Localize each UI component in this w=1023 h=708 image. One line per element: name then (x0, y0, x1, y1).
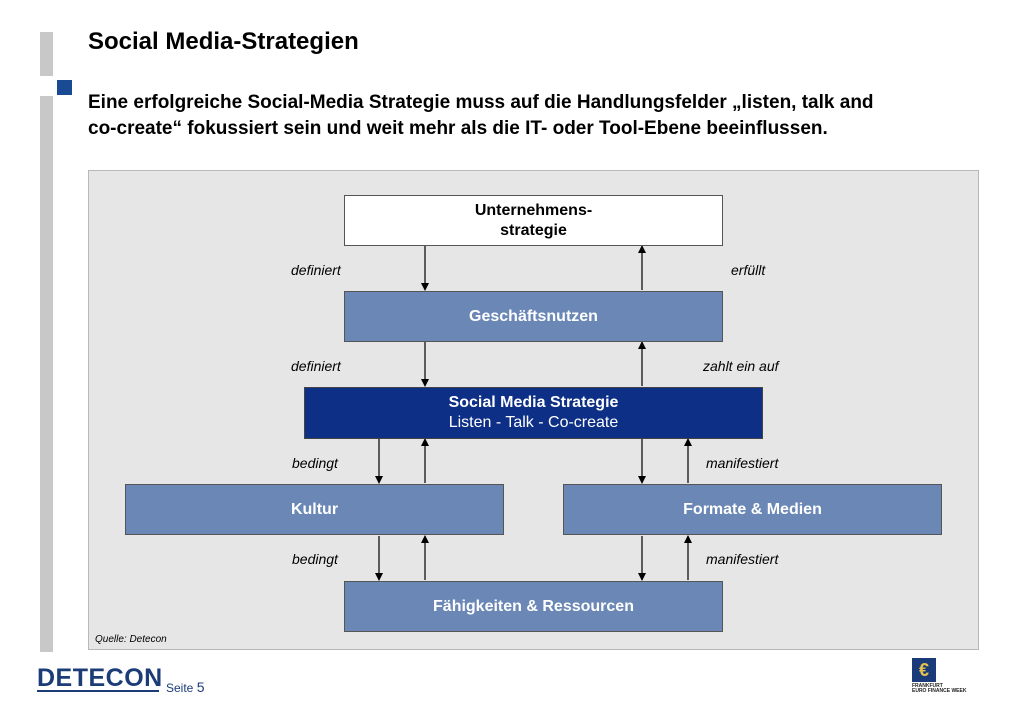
subtitle-line-2: co-create“ fokussiert sein und weit mehr… (88, 118, 828, 139)
logo-underline (37, 690, 159, 692)
box-faehigkeiten-label: Fähigkeiten & Ressourcen (433, 597, 634, 615)
label-bedingt-top: bedingt (292, 455, 338, 471)
partner-logo-line2: EURO FINANCE WEEK (912, 688, 967, 694)
page-title: Social Media-Strategien (88, 28, 359, 55)
box-unternehmensstrategie-line2: strategie (500, 221, 567, 239)
label-erfuellt: erfüllt (731, 262, 766, 278)
box-social-media-strategie: Social Media Strategie Listen - Talk - C… (304, 387, 763, 439)
page-subtitle: Eine erfolgreiche Social-Media Strategie… (88, 90, 988, 142)
box-kultur: Kultur (125, 484, 504, 535)
page-indicator: Seite 5 (166, 679, 205, 695)
frankfurt-euro-finance-week-logo: € FRANKFURT EURO FINANCE WEEK (912, 658, 982, 694)
page-label: Seite (166, 681, 194, 695)
euro-icon: € (912, 658, 936, 682)
box-geschaeftsnutzen: Geschäftsnutzen (344, 291, 723, 342)
label-definiert-top: definiert (291, 262, 341, 278)
box-geschaeftsnutzen-label: Geschäftsnutzen (469, 307, 598, 325)
detecon-logo: DETECON (37, 664, 163, 692)
box-formate-medien: Formate & Medien (563, 484, 942, 535)
page-number: 5 (196, 679, 205, 695)
partner-logo-text: FRANKFURT EURO FINANCE WEEK (912, 684, 966, 694)
label-definiert-mid: definiert (291, 358, 341, 374)
box-sms-title: Social Media Strategie (448, 394, 619, 411)
label-manifestiert-top: manifestiert (706, 455, 779, 471)
box-formate-label: Formate & Medien (683, 500, 822, 518)
partner-logo-line1: FRANKFURT (912, 683, 943, 689)
box-unternehmensstrategie-line1: Unternehmens- (474, 201, 593, 219)
sidebar-bar-bottom (40, 96, 53, 652)
subtitle-line-1: Eine erfolgreiche Social-Media Strategie… (88, 92, 874, 113)
sidebar-bar-top (40, 32, 53, 76)
label-bedingt-bottom: bedingt (292, 551, 338, 567)
box-kultur-label: Kultur (290, 500, 339, 518)
box-unternehmensstrategie: Unternehmens- strategie (344, 195, 723, 246)
box-faehigkeiten-ressourcen: Fähigkeiten & Ressourcen (344, 581, 723, 632)
source-note: Quelle: Detecon (95, 634, 167, 645)
accent-square (57, 80, 72, 95)
label-zahlt-ein-auf: zahlt ein auf (703, 358, 779, 374)
box-sms-subtitle: Listen - Talk - Co-create (448, 414, 619, 431)
label-manifestiert-bottom: manifestiert (706, 551, 779, 567)
